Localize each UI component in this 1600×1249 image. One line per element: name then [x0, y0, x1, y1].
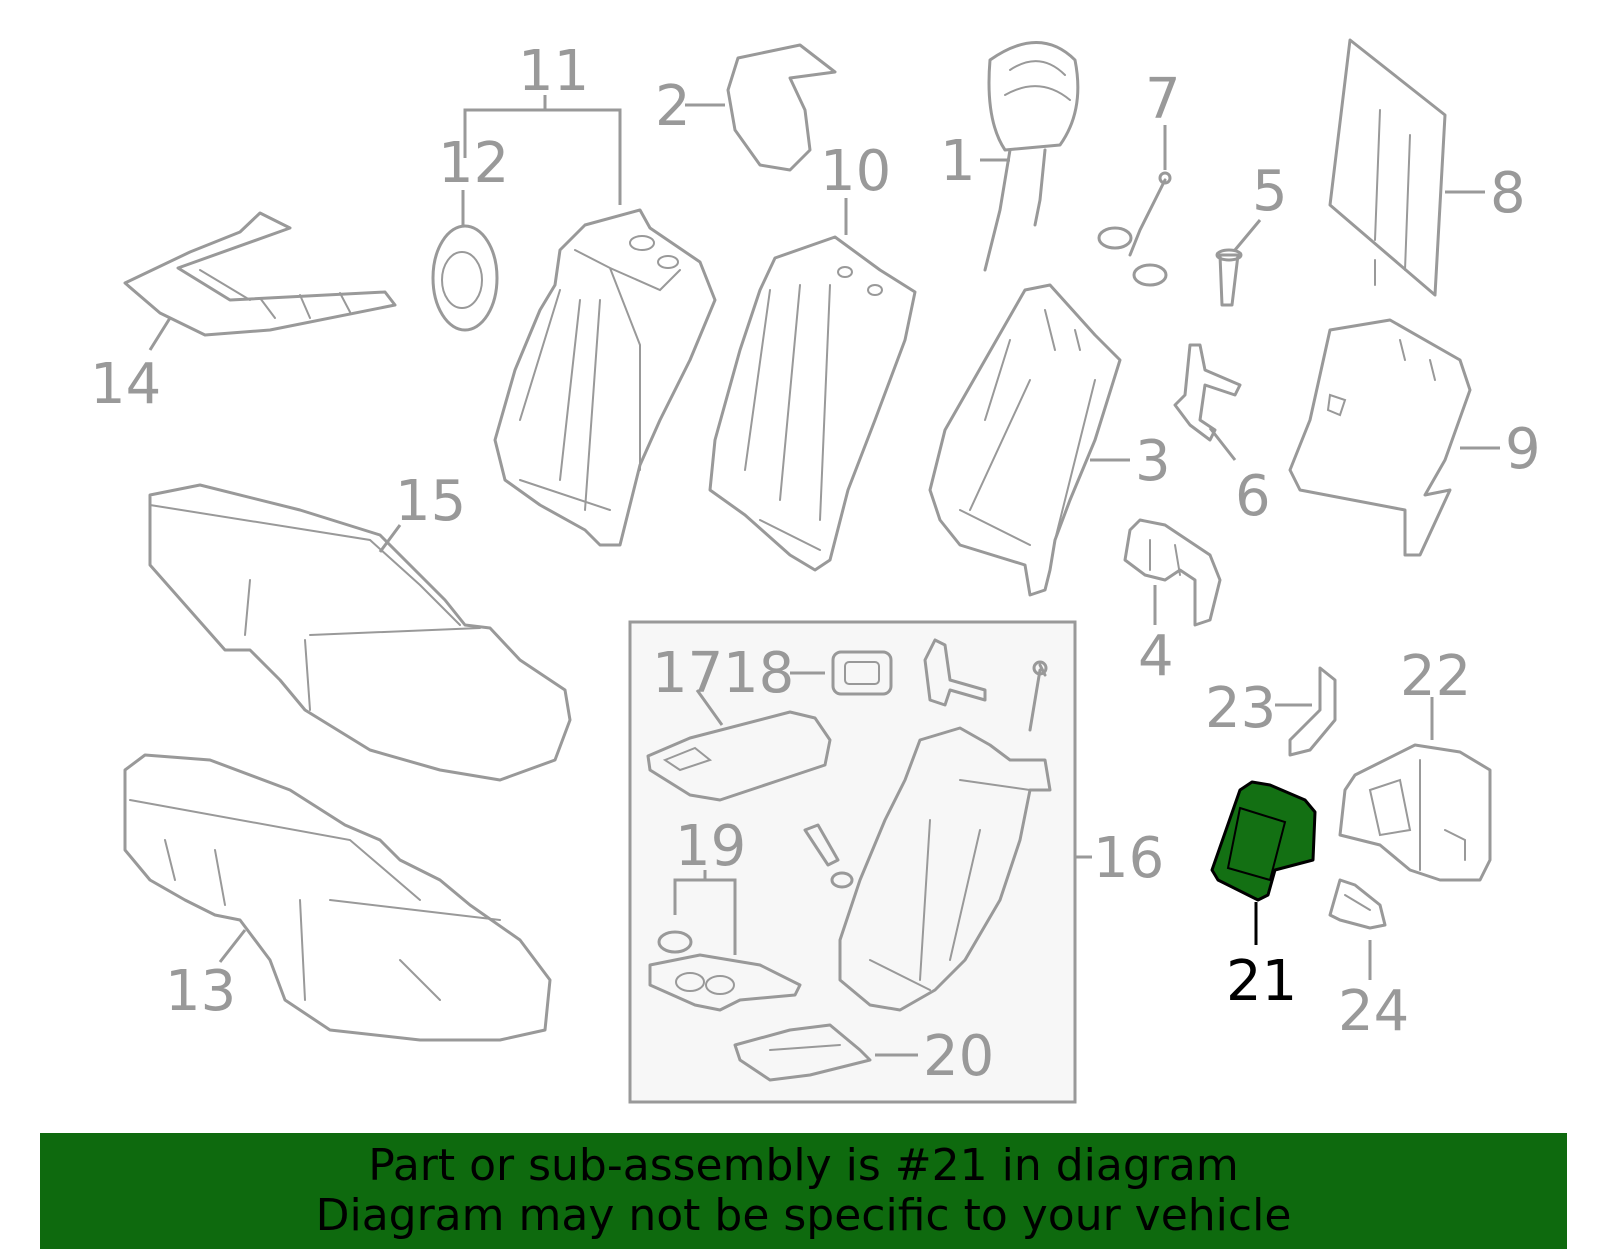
callout-11: 11: [518, 39, 589, 104]
callout-4: 4: [1138, 624, 1174, 689]
banner-line-1: Part or sub-assembly is #21 in diagram: [368, 1140, 1239, 1191]
part-5-clip: [1215, 248, 1243, 307]
part-19-cupholder: [648, 930, 802, 1012]
part-8-back-board: [1328, 38, 1447, 297]
callout-10: 10: [820, 139, 891, 204]
callout-20: 20: [923, 1024, 994, 1089]
callout-8: 8: [1490, 161, 1526, 226]
part-4-mount: [1123, 518, 1222, 627]
part-9-back-cover: [1288, 318, 1472, 557]
callout-6: 6: [1235, 464, 1271, 529]
callout-15: 15: [395, 469, 466, 534]
part-11-seat-back-cover: [493, 208, 717, 547]
callout-19: 19: [675, 814, 746, 879]
leader-19: [673, 870, 737, 955]
leader-17: [695, 689, 724, 726]
info-banner: Part or sub-assembly is #21 in diagram D…: [40, 1133, 1567, 1249]
part-12-emblem: [431, 224, 499, 332]
callout-16: 16: [1093, 826, 1164, 891]
part-20-tray: [733, 1023, 872, 1082]
callout-14: 14: [90, 352, 161, 417]
part-6-bracket: [1173, 343, 1242, 442]
callout-13: 13: [165, 959, 236, 1024]
part-7-pin: [1097, 171, 1172, 287]
part-18-switch: [831, 650, 893, 696]
leader-6: [1208, 427, 1237, 461]
callout-1: 1: [940, 129, 976, 194]
part-2-headrest-pad: [726, 43, 837, 172]
part-15-cushion-cover: [148, 483, 572, 782]
callout-7: 7: [1145, 67, 1181, 132]
callout-2: 2: [655, 74, 691, 139]
part-22-module: [1338, 743, 1492, 882]
part-23-bracket: [1288, 666, 1337, 757]
part-1-headrest: [983, 41, 1080, 272]
callout-17: 17: [652, 641, 723, 706]
leader-11: [463, 95, 622, 205]
part-13-cushion-foam: [123, 753, 552, 1042]
leader-14: [148, 317, 172, 351]
leader-5: [1233, 219, 1262, 251]
part-10-seat-back-pad: [708, 235, 917, 572]
linkage-part: [923, 638, 1048, 732]
part-14-base-panel: [123, 211, 397, 337]
callout-23: 23: [1205, 676, 1276, 741]
armrest-body: [838, 726, 1052, 1012]
banner-line-2: Diagram may not be specific to your vehi…: [315, 1190, 1292, 1241]
bolt-and-washer: [803, 823, 854, 889]
callout-18: 18: [723, 641, 794, 706]
callout-3: 3: [1135, 429, 1171, 494]
part-21-highlighted: [1210, 780, 1317, 902]
leader-15: [378, 524, 402, 553]
callout-22: 22: [1400, 644, 1471, 709]
part-3-frame: [928, 283, 1122, 597]
callout-12: 12: [438, 131, 509, 196]
part-24-clip: [1328, 878, 1387, 930]
callout-21: 21: [1226, 949, 1297, 1014]
callout-5: 5: [1252, 159, 1288, 224]
callout-9: 9: [1505, 417, 1541, 482]
part-17-armrest-cover: [646, 710, 832, 802]
callout-labels: 1 2 3 4 5 6 7 8 9 10 11 12 13 14 15 16 1…: [90, 39, 1541, 1089]
leader-13: [218, 929, 247, 963]
callout-24: 24: [1338, 979, 1409, 1044]
